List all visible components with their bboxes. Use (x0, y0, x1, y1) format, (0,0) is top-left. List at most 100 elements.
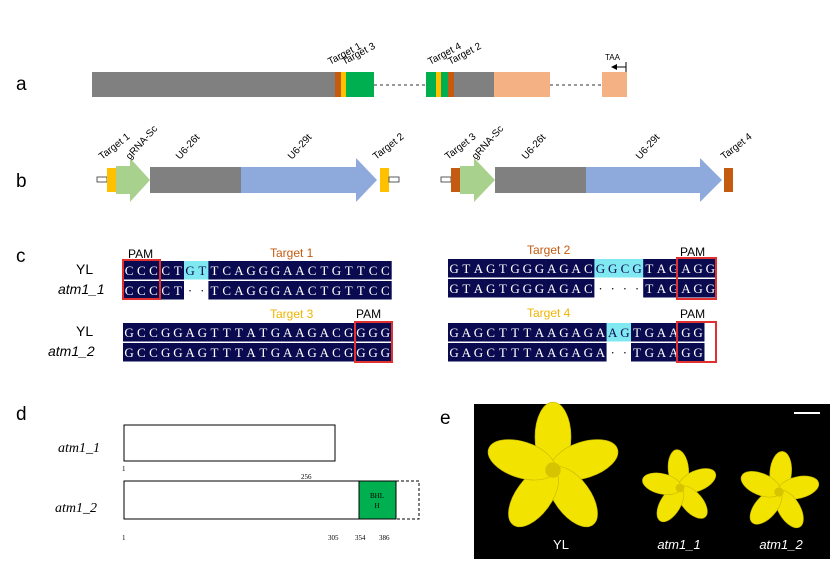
base-letter: A (535, 325, 545, 340)
base-letter: G (486, 261, 495, 276)
base-cell (509, 279, 522, 298)
base-letter: G (185, 263, 194, 278)
base-cell (257, 261, 270, 280)
base-letter: C (137, 325, 146, 340)
target1-site (335, 72, 341, 97)
exon-2-green (426, 72, 436, 97)
base-cell (533, 343, 546, 362)
base-cell (184, 323, 197, 342)
base-cell (208, 343, 221, 362)
base-cell (448, 259, 461, 278)
stop-codon-label: TAA (605, 53, 621, 62)
base-letter: T (499, 345, 507, 360)
base-cell (533, 259, 546, 278)
base-letter: G (510, 261, 519, 276)
target4-label-b: Target 4 (719, 131, 755, 162)
base-cell (570, 343, 583, 362)
base-letter: C (369, 283, 378, 298)
base-cell (208, 261, 221, 280)
base-letter: T (223, 325, 231, 340)
base-cell (484, 259, 498, 278)
base-cell (570, 259, 583, 278)
base-letter: C (486, 345, 495, 360)
protein-bar-atm1-2 (123, 480, 360, 520)
base-cell (159, 343, 173, 362)
base-cell (472, 323, 485, 342)
base-cell (379, 261, 392, 280)
base-cell (269, 281, 282, 300)
panel-label-b: b (16, 171, 27, 192)
base-cell (618, 323, 632, 342)
base-letter: A (596, 345, 606, 360)
base-cell (196, 281, 209, 300)
base-cell (643, 259, 656, 278)
base-cell (582, 343, 595, 362)
panel-label-d: d (16, 404, 27, 425)
base-cell (232, 343, 246, 362)
base-letter: C (369, 263, 378, 278)
base-cell (631, 323, 644, 342)
base-cell (533, 323, 546, 342)
base-letter: A (295, 283, 305, 298)
pam-label-3: PAM (356, 307, 381, 321)
base-letter: · (188, 283, 192, 298)
base-letter: A (234, 263, 244, 278)
base-letter: A (547, 261, 557, 276)
base-cell (123, 343, 136, 362)
base-letter: A (657, 325, 667, 340)
base-cell (306, 281, 319, 300)
base-letter: C (584, 281, 593, 296)
base-cell (147, 281, 160, 300)
base-cell (484, 279, 498, 298)
base-letter: T (523, 325, 531, 340)
base-letter: T (499, 261, 507, 276)
base-cell (448, 343, 461, 362)
panel-label-e: e (440, 408, 451, 429)
base-letter: G (259, 263, 268, 278)
base-cell (557, 323, 571, 342)
base-cell (135, 281, 148, 300)
base-letter: G (307, 345, 316, 360)
base-letter: · (611, 345, 615, 360)
u629-label-right: U6-29t (634, 132, 662, 162)
base-cell (631, 259, 644, 278)
base-letter: G (449, 325, 458, 340)
base-cell (171, 343, 185, 362)
base-letter: C (149, 263, 158, 278)
base-letter: A (571, 261, 581, 276)
pam-box-1 (122, 259, 161, 300)
panel-label-a: a (16, 74, 27, 95)
base-cell (545, 259, 559, 278)
u626-block-left (150, 167, 241, 193)
base-cell (704, 259, 717, 278)
base-cell (147, 343, 160, 362)
base-letter: G (332, 283, 341, 298)
base-cell (196, 343, 209, 362)
base-letter: · (200, 283, 204, 298)
base-letter: G (596, 261, 605, 276)
base-letter: G (559, 325, 568, 340)
base-cell (618, 343, 632, 362)
base-cell (342, 343, 356, 362)
base-cell (318, 323, 331, 342)
u626-block-right (495, 167, 586, 193)
base-cell (521, 259, 534, 278)
base-cell (269, 343, 282, 362)
base-cell (655, 279, 668, 298)
base-letter: G (271, 345, 280, 360)
base-cell (184, 281, 197, 300)
base-cell (692, 279, 705, 298)
base-cell (318, 343, 331, 362)
base-letter: A (596, 325, 606, 340)
base-cell (330, 343, 343, 362)
target3-title: Target 3 (270, 307, 314, 321)
target2-box (380, 168, 389, 192)
pam-box-2 (676, 257, 717, 300)
base-cell (184, 261, 197, 280)
base-letter: A (657, 261, 667, 276)
base-cell (245, 343, 258, 362)
base-letter: G (645, 325, 654, 340)
base-cell (318, 261, 331, 280)
base-cell (159, 323, 173, 342)
